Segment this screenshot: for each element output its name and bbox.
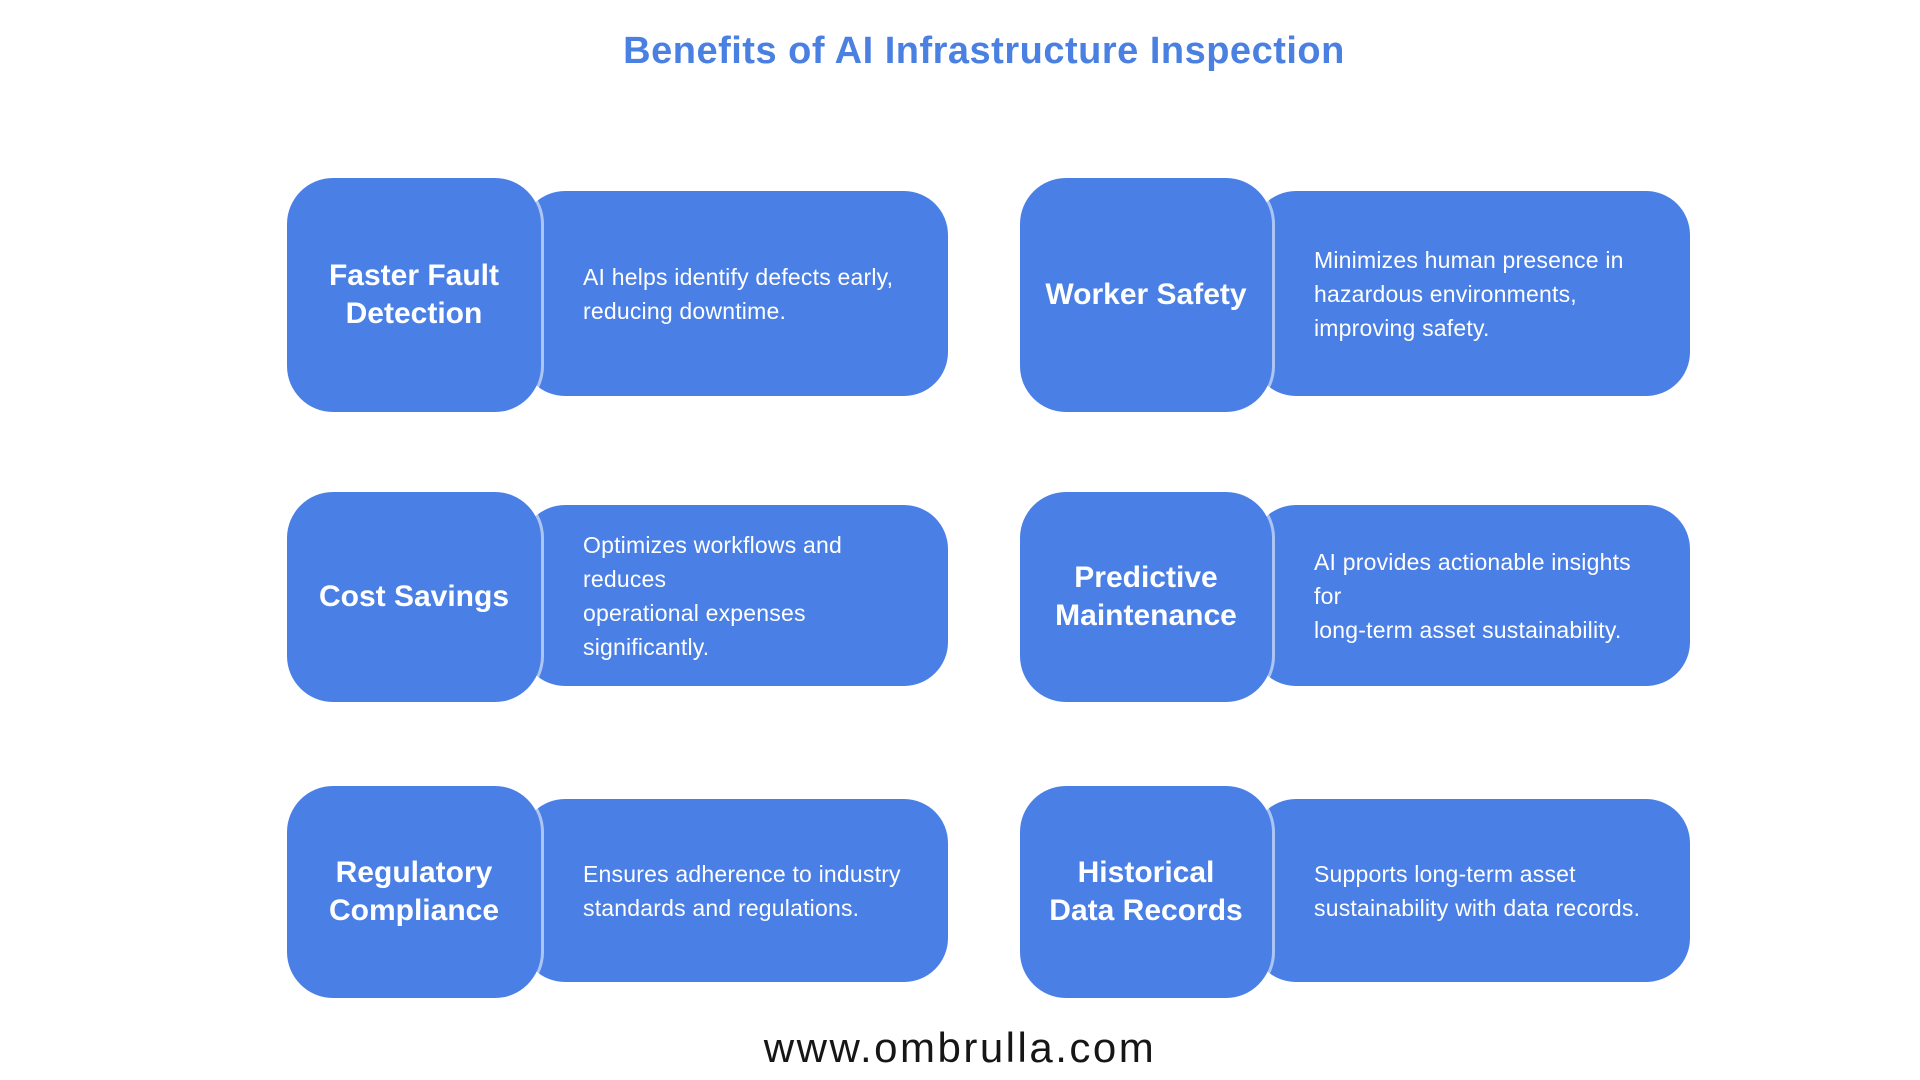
card-description-box: AI helps identify defects early, reducin… [521, 191, 948, 396]
benefit-card-worker-safety: Minimizes human presence in hazardous en… [1020, 178, 1690, 412]
benefit-card-regulatory-compliance: Ensures adherence to industry standards … [287, 786, 948, 998]
card-description-box: Supports long-term asset sustainability … [1252, 799, 1690, 982]
card-description-box: Optimizes workflows and reduces operatio… [521, 505, 948, 686]
website-url: www.ombrulla.com [763, 1024, 1157, 1071]
card-description-box: Minimizes human presence in hazardous en… [1252, 191, 1690, 396]
card-title: Cost Savings [318, 580, 510, 613]
card-title: Historical Data Records [1049, 856, 1243, 927]
card-description: Minimizes human presence in hazardous en… [1314, 246, 1624, 341]
card-description: Optimizes workflows and reduces operatio… [583, 531, 842, 660]
benefit-card-faster-fault-detection: AI helps identify defects early, reducin… [287, 178, 948, 412]
card-title: Predictive Maintenance [1055, 561, 1237, 632]
card-title-box: Historical Data Records [1020, 786, 1272, 998]
benefit-card-predictive-maintenance: AI provides actionable insights for long… [1020, 492, 1690, 702]
card-description-box: Ensures adherence to industry standards … [521, 799, 948, 982]
card-description: Ensures adherence to industry standards … [583, 860, 901, 921]
card-title-box: Worker Safety [1020, 178, 1272, 412]
card-description: Supports long-term asset sustainability … [1314, 860, 1641, 921]
page-title: Benefits of AI Infrastructure Inspection [623, 30, 1345, 72]
card-title-box: Predictive Maintenance [1020, 492, 1272, 702]
card-title-box: Regulatory Compliance [287, 786, 541, 998]
benefit-card-cost-savings: Optimizes workflows and reduces operatio… [287, 492, 948, 702]
card-description: AI provides actionable insights for long… [1314, 548, 1631, 643]
card-description: AI helps identify defects early, reducin… [583, 263, 894, 324]
card-title: Regulatory Compliance [328, 856, 500, 927]
card-title-box: Cost Savings [287, 492, 541, 702]
card-title: Faster Fault Detection [328, 259, 500, 330]
card-title-box: Faster Fault Detection [287, 178, 541, 412]
card-title: Worker Safety [1045, 278, 1247, 311]
benefit-card-historical-data-records: Supports long-term asset sustainability … [1020, 786, 1690, 998]
card-description-box: AI provides actionable insights for long… [1252, 505, 1690, 686]
